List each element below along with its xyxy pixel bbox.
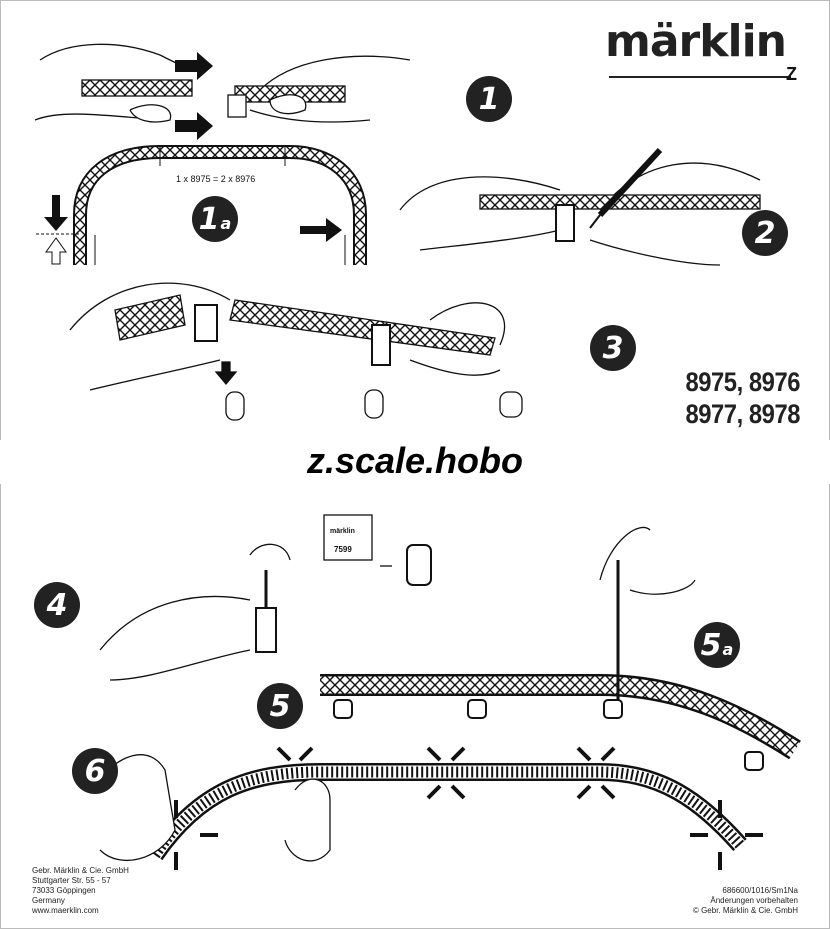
step-6-label: 6 — [85, 754, 106, 789]
step-3-badge: 3 — [590, 325, 636, 371]
step-1a-label: 1 — [199, 202, 220, 237]
step1-hands-illustration — [35, 44, 410, 122]
watermark: z.scale.hobo — [0, 440, 830, 482]
step-3-label: 3 — [603, 331, 624, 366]
step-2-badge: 2 — [742, 210, 788, 256]
step-5a-suffix: a — [723, 640, 734, 659]
step4-illustration — [100, 515, 431, 680]
article-numbers-line-1: 8975, 8976 — [659, 366, 800, 398]
address-line: Stuttgarter Str. 55 - 57 — [32, 876, 129, 886]
address-line: 73033 Göppingen — [32, 886, 129, 896]
website-link[interactable]: www.maerklin.com — [32, 906, 129, 916]
brand-scale: Z — [786, 64, 797, 85]
step-1-badge: 1 — [466, 76, 512, 122]
company-address: Gebr. Märklin & Cie. GmbH Stuttgarter St… — [32, 866, 129, 916]
step6-track-illustration — [90, 748, 763, 870]
legal-notice: 686600/1016/Sm1Na Änderungen vorbehalten… — [693, 886, 798, 916]
brand-logo: märklin Z — [605, 20, 805, 64]
article-numbers-line-2: 8977, 8978 — [659, 398, 800, 430]
step-4-label: 4 — [47, 588, 68, 623]
step-1a-suffix: a — [221, 214, 232, 233]
address-line: Germany — [32, 896, 129, 906]
step-2-label: 2 — [755, 216, 776, 251]
step3-piers-illustration — [70, 283, 522, 420]
box-brand-label: märklin — [330, 528, 355, 535]
box-number-label: 7599 — [334, 545, 352, 554]
step-6-badge: 6 — [72, 748, 118, 794]
legal-line: © Gebr. Märklin & Cie. GmbH — [693, 906, 798, 916]
legal-line: 686600/1016/Sm1Na — [693, 886, 798, 896]
length-formula: 1 x 8975 = 2 x 8976 — [176, 174, 255, 184]
legal-line: Änderungen vorbehalten — [693, 896, 798, 906]
brand-name: märklin — [605, 20, 805, 64]
step-1-label: 1 — [479, 82, 500, 117]
address-line: Gebr. Märklin & Cie. GmbH — [32, 866, 129, 876]
step-5-badge: 5 — [257, 683, 303, 729]
brand-rule — [609, 76, 791, 78]
step-5a-label: 5 — [701, 628, 722, 663]
step-4-badge: 4 — [34, 582, 80, 628]
step2-pencil-illustration — [400, 150, 760, 265]
article-numbers: 8975, 8976 8977, 8978 — [640, 366, 800, 430]
step-5-label: 5 — [270, 689, 291, 724]
